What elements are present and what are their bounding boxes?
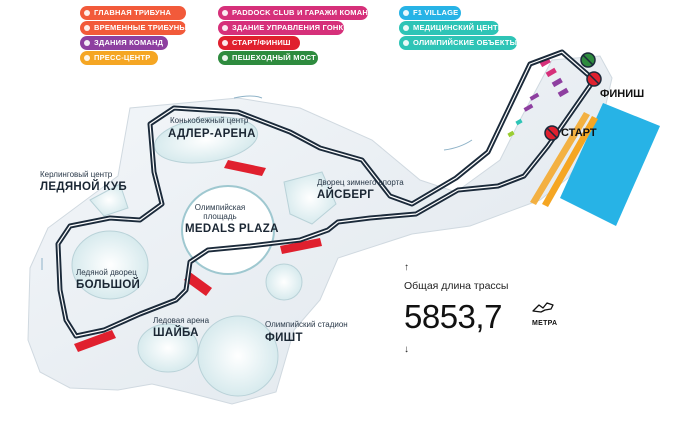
track-length-unit: МЕТРА bbox=[532, 320, 558, 327]
legend-dot bbox=[403, 25, 409, 31]
paddock-buildings bbox=[507, 57, 569, 138]
ice-cube-caption: Керлинговый центр bbox=[40, 170, 113, 179]
legend-label: МЕДИЦИНСКИЙ ЦЕНТР bbox=[413, 23, 504, 32]
finish-label: ФИНИШ bbox=[600, 88, 645, 100]
legend-item-f1-village[interactable]: F1 VILLAGE bbox=[399, 6, 461, 20]
scroll-up-arrow-icon[interactable]: ↑ bbox=[404, 262, 409, 273]
shayba-caption: Ледовая арена bbox=[153, 316, 210, 325]
legend-label: F1 VILLAGE bbox=[413, 8, 459, 17]
start-label: СТАРТ bbox=[561, 127, 597, 139]
legend-label: ВРЕМЕННЫЕ ТРИБУНЫ bbox=[94, 23, 187, 32]
map-legend: ГЛАВНАЯ ТРИБУНА ВРЕМЕННЫЕ ТРИБУНЫ ЗДАНИЯ… bbox=[0, 0, 680, 70]
finish-marker[interactable] bbox=[586, 71, 602, 87]
legend-item-start-finish[interactable]: СТАРТ/ФИНИШ bbox=[218, 36, 300, 50]
fisht-caption: Олимпийский стадион bbox=[265, 320, 348, 329]
legend-item-team-buildings[interactable]: ЗДАНИЯ КОМАНД bbox=[80, 36, 168, 50]
legend-dot bbox=[222, 55, 228, 61]
iceberg-building bbox=[283, 171, 337, 225]
legend-label: ОЛИМПИЙСКИЕ ОБЪЕКТЫ bbox=[413, 38, 518, 47]
track-length-value: 5853,7 bbox=[404, 298, 502, 335]
adler-arena-name: АДЛЕР-АРЕНА bbox=[168, 128, 256, 140]
legend-item-footbridge[interactable]: ПЕШЕХОДНЫЙ МОСТ bbox=[218, 51, 318, 65]
ice-cube-building bbox=[89, 183, 129, 217]
legend-label: ПРЕСС-ЦЕНТР bbox=[94, 53, 151, 62]
medals-plaza-caption: Олимпийская площадь bbox=[194, 203, 246, 221]
legend-dot bbox=[222, 40, 228, 46]
water-area bbox=[560, 103, 660, 226]
legend-item-race-control[interactable]: ЗДАНИЕ УПРАВЛЕНИЯ ГОНКОЙ bbox=[218, 21, 355, 35]
direction-arrows bbox=[41, 95, 473, 270]
track-length-title: Общая длина трассы bbox=[404, 280, 509, 292]
adler-arena-building bbox=[153, 116, 259, 164]
legend-dot bbox=[403, 40, 409, 46]
start-marker[interactable] bbox=[544, 125, 560, 141]
bolshoy-dome bbox=[71, 230, 149, 300]
temporary-stands bbox=[74, 160, 322, 352]
shayba-arena bbox=[137, 323, 199, 373]
legend-dot bbox=[403, 10, 409, 16]
race-track-inner bbox=[57, 51, 595, 337]
legend-item-main-stand[interactable]: ГЛАВНАЯ ТРИБУНА bbox=[80, 6, 186, 20]
legend-item-temp-stands[interactable]: ВРЕМЕННЫЕ ТРИБУНЫ bbox=[80, 21, 187, 35]
fisht-name: ФИШТ bbox=[265, 332, 303, 344]
legend-label: ЗДАНИЯ КОМАНД bbox=[94, 38, 164, 47]
small-venue bbox=[265, 263, 303, 301]
legend-dot bbox=[84, 55, 90, 61]
legend-dot bbox=[84, 25, 90, 31]
legend-label: ЗДАНИЕ УПРАВЛЕНИЯ ГОНКОЙ bbox=[232, 23, 355, 32]
legend-label: PADDOCK CLUB И ГАРАЖИ КОМАНД bbox=[232, 8, 374, 17]
scroll-down-arrow-icon[interactable]: ↓ bbox=[404, 344, 409, 355]
legend-label: СТАРТ/ФИНИШ bbox=[232, 38, 291, 47]
track-outline-icon bbox=[532, 302, 554, 313]
iceberg-name: АЙСБЕРГ bbox=[317, 189, 375, 201]
bolshoy-caption: Ледяной дворец bbox=[76, 268, 137, 277]
legend-dot bbox=[84, 10, 90, 16]
medals-plaza-name: MEDALS PLAZA bbox=[185, 223, 279, 235]
legend-dot bbox=[84, 40, 90, 46]
legend-item-paddock[interactable]: PADDOCK CLUB И ГАРАЖИ КОМАНД bbox=[218, 6, 373, 20]
bolshoy-name: БОЛЬШОЙ bbox=[76, 279, 141, 291]
team-buildings-strip bbox=[530, 112, 598, 207]
shayba-name: ШАЙБА bbox=[153, 327, 199, 339]
legend-item-medical-center[interactable]: МЕДИЦИНСКИЙ ЦЕНТР bbox=[399, 21, 503, 35]
legend-item-olympic-venues[interactable]: ОЛИМПИЙСКИЕ ОБЪЕКТЫ bbox=[399, 36, 517, 50]
ice-cube-name: ЛЕДЯНОЙ КУБ bbox=[40, 181, 127, 193]
track-length-panel: ↑ Общая длина трассы 5853,7 МЕТРА ↓ bbox=[404, 262, 584, 362]
legend-label: ПЕШЕХОДНЫЙ МОСТ bbox=[232, 53, 316, 62]
legend-dot bbox=[222, 10, 228, 16]
iceberg-caption: Дворец зимнего спорта bbox=[317, 178, 404, 187]
fisht-stadium bbox=[197, 315, 279, 397]
adler-arena-caption: Конькобежный центр bbox=[170, 116, 249, 125]
legend-dot bbox=[222, 25, 228, 31]
legend-item-press-center[interactable]: ПРЕСС-ЦЕНТР bbox=[80, 51, 158, 65]
footbridge-marker[interactable] bbox=[580, 52, 596, 68]
legend-label: ГЛАВНАЯ ТРИБУНА bbox=[94, 8, 172, 17]
